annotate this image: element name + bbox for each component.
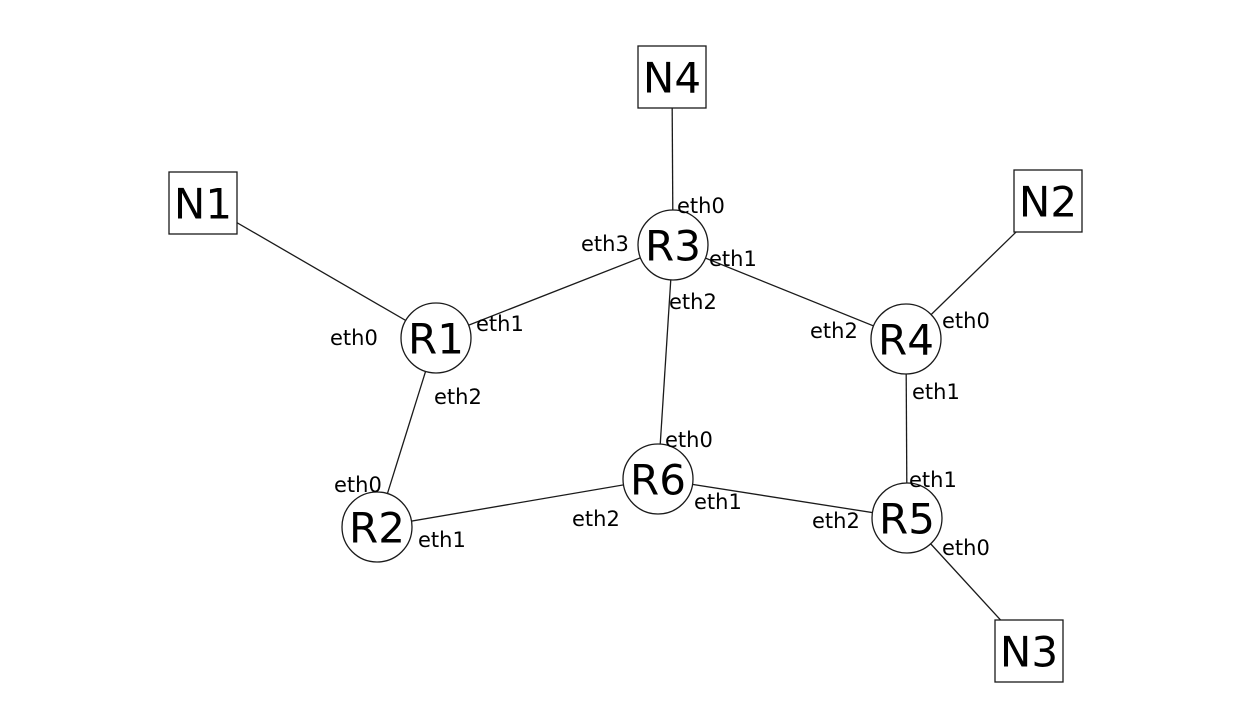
node-label-n1: N1 <box>174 180 232 229</box>
iface-label-r3-eth0: eth0 <box>677 194 725 218</box>
iface-label-r3-eth1: eth1 <box>709 247 757 271</box>
iface-label-r6-eth0: eth0 <box>665 428 713 452</box>
iface-label-r4-eth2: eth2 <box>810 319 858 343</box>
router-node-r1[interactable] <box>400 302 472 374</box>
iface-label-r4-eth1: eth1 <box>912 380 960 404</box>
router-node-r3[interactable] <box>637 209 709 281</box>
iface-label-r4-eth0: eth0 <box>942 309 990 333</box>
node-label-r1: R1 <box>408 315 464 364</box>
link-r3-r6 <box>657 244 674 480</box>
iface-label-r2-eth1: eth1 <box>418 528 466 552</box>
iface-label-r3-eth2: eth2 <box>669 290 717 314</box>
node-label-r3: R3 <box>645 222 701 271</box>
node-label-r5: R5 <box>879 495 935 544</box>
node-label-n2: N2 <box>1019 178 1077 227</box>
router-node-r4[interactable] <box>870 303 942 375</box>
iface-label-r3-eth3: eth3 <box>581 232 629 256</box>
node-label-r4: R4 <box>878 316 934 365</box>
node-label-r6: R6 <box>630 456 686 505</box>
network-node-n3[interactable] <box>994 619 1064 683</box>
network-node-n4[interactable] <box>637 45 707 109</box>
iface-label-r1-eth0: eth0 <box>330 326 378 350</box>
iface-label-r2-eth0: eth0 <box>334 473 382 497</box>
labels-layer: eth0 eth1 eth3 eth2 eth0 eth0 eth1 eth2 eth2 eth0… <box>174 54 1077 677</box>
network-node-n1[interactable] <box>168 171 238 235</box>
link-n1-r1 <box>202 202 437 339</box>
link-r1-r3 <box>435 244 674 339</box>
link-r3-r4 <box>672 244 907 340</box>
iface-label-r5-eth1: eth1 <box>909 468 957 492</box>
iface-label-r1-eth2: eth2 <box>434 385 482 409</box>
link-r6-r5 <box>657 478 908 519</box>
node-label-r2: R2 <box>349 504 405 553</box>
iface-label-r5-eth0: eth0 <box>942 536 990 560</box>
nodes-layer <box>168 45 1083 683</box>
node-label-n3: N3 <box>1000 628 1058 677</box>
iface-label-r1-eth1: eth1 <box>476 312 524 336</box>
router-node-r2[interactable] <box>341 491 413 563</box>
router-node-r5[interactable] <box>871 482 943 554</box>
link-r2-r6 <box>376 478 659 528</box>
router-node-r6[interactable] <box>622 443 694 515</box>
iface-label-r5-eth2: eth2 <box>812 509 860 533</box>
iface-label-r6-eth1: eth1 <box>694 490 742 514</box>
iface-label-r6-eth2: eth2 <box>572 507 620 531</box>
network-node-n2[interactable] <box>1013 169 1083 233</box>
node-label-n4: N4 <box>643 54 701 103</box>
